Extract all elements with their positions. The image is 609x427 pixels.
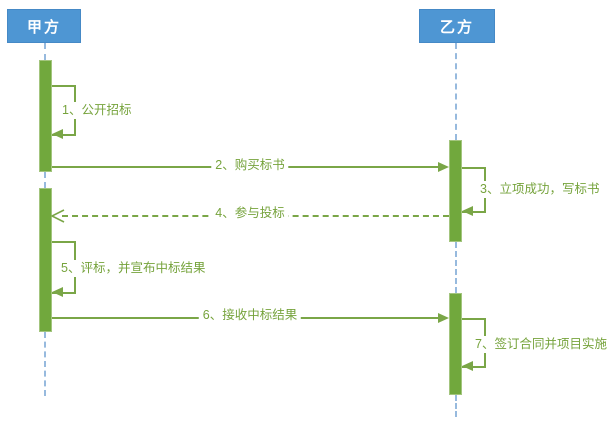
lifeline-party-b-segment bbox=[455, 395, 457, 417]
actor-label-party-a: 甲方 bbox=[26, 18, 61, 36]
message-label-7: 7、签订合同并项目实施 bbox=[471, 336, 609, 353]
actor-box-party-b: 乙方 bbox=[419, 9, 495, 43]
filled-arrowhead-icon bbox=[438, 313, 449, 323]
message-label-1: 1、公开招标 bbox=[58, 102, 136, 119]
filled-arrowhead-icon bbox=[52, 287, 63, 297]
lifeline-party-b-segment bbox=[455, 242, 457, 293]
activation-bar-party-b-1 bbox=[449, 140, 462, 242]
actor-box-party-a: 甲方 bbox=[7, 9, 81, 43]
message-label-4: 4、参与投标 bbox=[211, 205, 289, 222]
lifeline-party-a-segment bbox=[44, 43, 46, 60]
open-arrowhead-icon bbox=[51, 209, 65, 223]
message-label-3: 3、立项成功，写标书 bbox=[476, 181, 604, 198]
filled-arrowhead-icon bbox=[52, 129, 63, 139]
activation-bar-party-a-1 bbox=[39, 60, 52, 172]
actor-label-party-b: 乙方 bbox=[439, 18, 474, 36]
filled-arrowhead-icon bbox=[462, 206, 473, 216]
lifeline-party-b-segment bbox=[455, 43, 457, 140]
lifeline-party-a-segment bbox=[44, 172, 46, 188]
activation-bar-party-b-2 bbox=[449, 293, 462, 395]
message-label-2: 2、购买标书 bbox=[211, 157, 289, 174]
filled-arrowhead-icon bbox=[438, 162, 449, 172]
message-label-6: 6、接收中标结果 bbox=[198, 307, 302, 324]
lifeline-party-a-segment bbox=[44, 332, 46, 396]
filled-arrowhead-icon bbox=[462, 361, 473, 371]
activation-bar-party-a-2 bbox=[39, 188, 52, 332]
message-label-5: 5、评标，并宣布中标结果 bbox=[57, 260, 210, 277]
